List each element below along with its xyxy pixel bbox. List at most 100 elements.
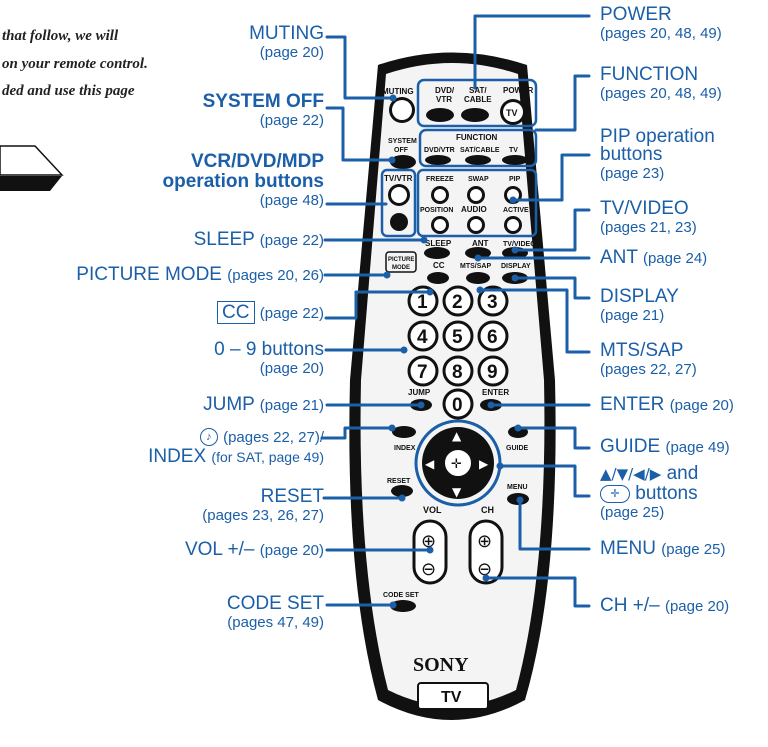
digit-button-0[interactable] <box>442 388 474 420</box>
svg-text:INDEX: INDEX <box>394 445 416 452</box>
digit-button-5[interactable] <box>442 320 474 352</box>
svg-text:VTR: VTR <box>436 95 452 104</box>
sat-cable-button[interactable] <box>461 108 489 122</box>
digit-button-8[interactable] <box>442 355 474 387</box>
svg-text:SWAP: SWAP <box>468 176 489 183</box>
pip-callout: PIP operation buttons (page 23) <box>600 126 715 183</box>
digit-button-7[interactable] <box>407 355 439 387</box>
svg-text:DVD/: DVD/ <box>435 86 455 95</box>
digit-label: 9 <box>487 362 498 383</box>
sleep-button[interactable] <box>424 247 450 259</box>
svg-text:PICTURE: PICTURE <box>388 257 414 263</box>
intro-line-1: that follow, we will <box>2 28 119 44</box>
digit-button-6[interactable] <box>477 320 509 352</box>
vcr-operation-callout: VCR/DVD/MDP operation buttons (page 48) <box>162 151 324 210</box>
ch-callout: CH +/– (page 20) <box>600 595 730 616</box>
page-corner-illustration <box>0 145 64 191</box>
ch-rocker[interactable] <box>468 519 504 585</box>
digit-label: 5 <box>452 327 463 348</box>
sleep-callout: SLEEP (page 22) <box>193 229 324 250</box>
tv-video-callout: TV/VIDEO (pages 21, 23) <box>600 198 697 237</box>
svg-text:TV: TV <box>509 147 518 154</box>
digit-label: 6 <box>487 327 498 348</box>
function-callout: FUNCTION (pages 20, 48, 49) <box>600 64 722 103</box>
digit-label: 2 <box>452 292 463 313</box>
svg-text:SYSTEM: SYSTEM <box>388 138 417 145</box>
remote-control: MUTING DVD/ VTR SAT/ CABLE POWER TV SYST… <box>349 52 556 720</box>
svg-text:✛: ✛ <box>451 457 462 472</box>
leaders-right <box>473 14 591 608</box>
arrow-buttons-callout: ▲/▼/◀/▶ and ✛ buttons (page 25) <box>600 463 699 521</box>
intro-line-2: on your remote control. <box>2 56 148 72</box>
digit-button-4[interactable] <box>407 320 439 352</box>
mts-sap-callout: MTS/SAP (pages 22, 27) <box>600 340 697 379</box>
svg-text:▼: ▼ <box>452 485 462 499</box>
reset-button[interactable] <box>391 485 413 497</box>
ant-callout: ANT (page 24) <box>600 247 708 268</box>
svg-text:TV/VIDEO: TV/VIDEO <box>503 241 536 248</box>
svg-text:AUDIO: AUDIO <box>461 205 487 214</box>
digit-button-9[interactable] <box>477 355 509 387</box>
digit-label: 0 <box>452 395 463 416</box>
svg-text:CC: CC <box>433 261 445 270</box>
jump-callout: JUMP (page 21) <box>203 394 324 415</box>
mts-sap-button[interactable] <box>466 272 490 284</box>
picture-mode-callout: PICTURE MODE (pages 20, 26) <box>76 264 324 285</box>
svg-text:◀: ◀ <box>425 457 435 471</box>
system-off-button[interactable] <box>390 155 416 169</box>
svg-text:ENTER: ENTER <box>482 388 509 397</box>
svg-text:JUMP: JUMP <box>408 388 431 397</box>
digits-callout: 0 – 9 buttons (page 20) <box>214 339 324 378</box>
svg-text:▲: ▲ <box>452 429 462 443</box>
svg-text:GUIDE: GUIDE <box>506 445 529 452</box>
display-callout: DISPLAY (page 21) <box>600 286 679 325</box>
digit-button-3[interactable] <box>477 285 509 317</box>
power-callout: POWER (pages 20, 48, 49) <box>600 4 722 43</box>
menu-callout: MENU (page 25) <box>600 538 726 559</box>
vol-callout: VOL +/– (page 20) <box>184 539 324 560</box>
guide-callout: GUIDE (page 49) <box>600 436 730 457</box>
svg-text:CH: CH <box>481 505 494 515</box>
note-icon: ♪ <box>199 427 218 446</box>
svg-text:MENU: MENU <box>507 484 528 491</box>
note-index-callout: ♪ (pages 22, 27)/ INDEX (for SAT, page 4… <box>148 427 324 467</box>
brand-logo: SONY <box>413 654 469 676</box>
svg-text:SLEEP: SLEEP <box>425 239 452 248</box>
digit-label: 4 <box>417 327 428 348</box>
code-set-button[interactable] <box>390 600 416 612</box>
svg-text:TV/VTR: TV/VTR <box>384 174 413 183</box>
svg-text:FUNCTION: FUNCTION <box>456 133 498 142</box>
svg-text:POWER: POWER <box>503 86 533 95</box>
muting-callout: MUTING (page 20) <box>249 23 324 62</box>
leaders-left <box>320 35 432 607</box>
model-badge: TV <box>441 689 462 706</box>
svg-text:RESET: RESET <box>387 478 411 485</box>
dvd-vtr-button[interactable] <box>426 108 454 122</box>
code-set-callout: CODE SET (pages 47, 49) <box>226 593 324 632</box>
svg-text:MUTING: MUTING <box>382 87 414 96</box>
digit-label: 7 <box>417 362 428 383</box>
svg-text:PIP: PIP <box>509 176 521 183</box>
digit-button-2[interactable] <box>442 285 474 317</box>
svg-text:MTS/SAP: MTS/SAP <box>460 263 491 270</box>
svg-text:⊕: ⊕ <box>477 531 492 552</box>
cc-button[interactable] <box>427 272 449 284</box>
select-button[interactable] <box>443 448 473 478</box>
svg-text:POSITION: POSITION <box>420 207 453 214</box>
svg-text:⊖: ⊖ <box>477 559 492 580</box>
svg-text:TV: TV <box>506 108 518 118</box>
svg-text:⊖: ⊖ <box>421 559 436 580</box>
svg-text:SAT/: SAT/ <box>469 86 487 95</box>
leader-endpoints <box>383 94 524 609</box>
svg-text:SAT/CABLE: SAT/CABLE <box>460 147 500 154</box>
note-index-button[interactable] <box>392 426 416 438</box>
svg-text:▶: ▶ <box>479 457 489 471</box>
svg-text:ANT: ANT <box>472 239 489 248</box>
svg-text:DISPLAY: DISPLAY <box>501 263 531 270</box>
digit-label: 1 <box>417 292 428 313</box>
digit-label: 8 <box>452 362 463 383</box>
cc-callout: CC (page 22) <box>217 301 324 324</box>
ant-button[interactable] <box>465 247 491 259</box>
